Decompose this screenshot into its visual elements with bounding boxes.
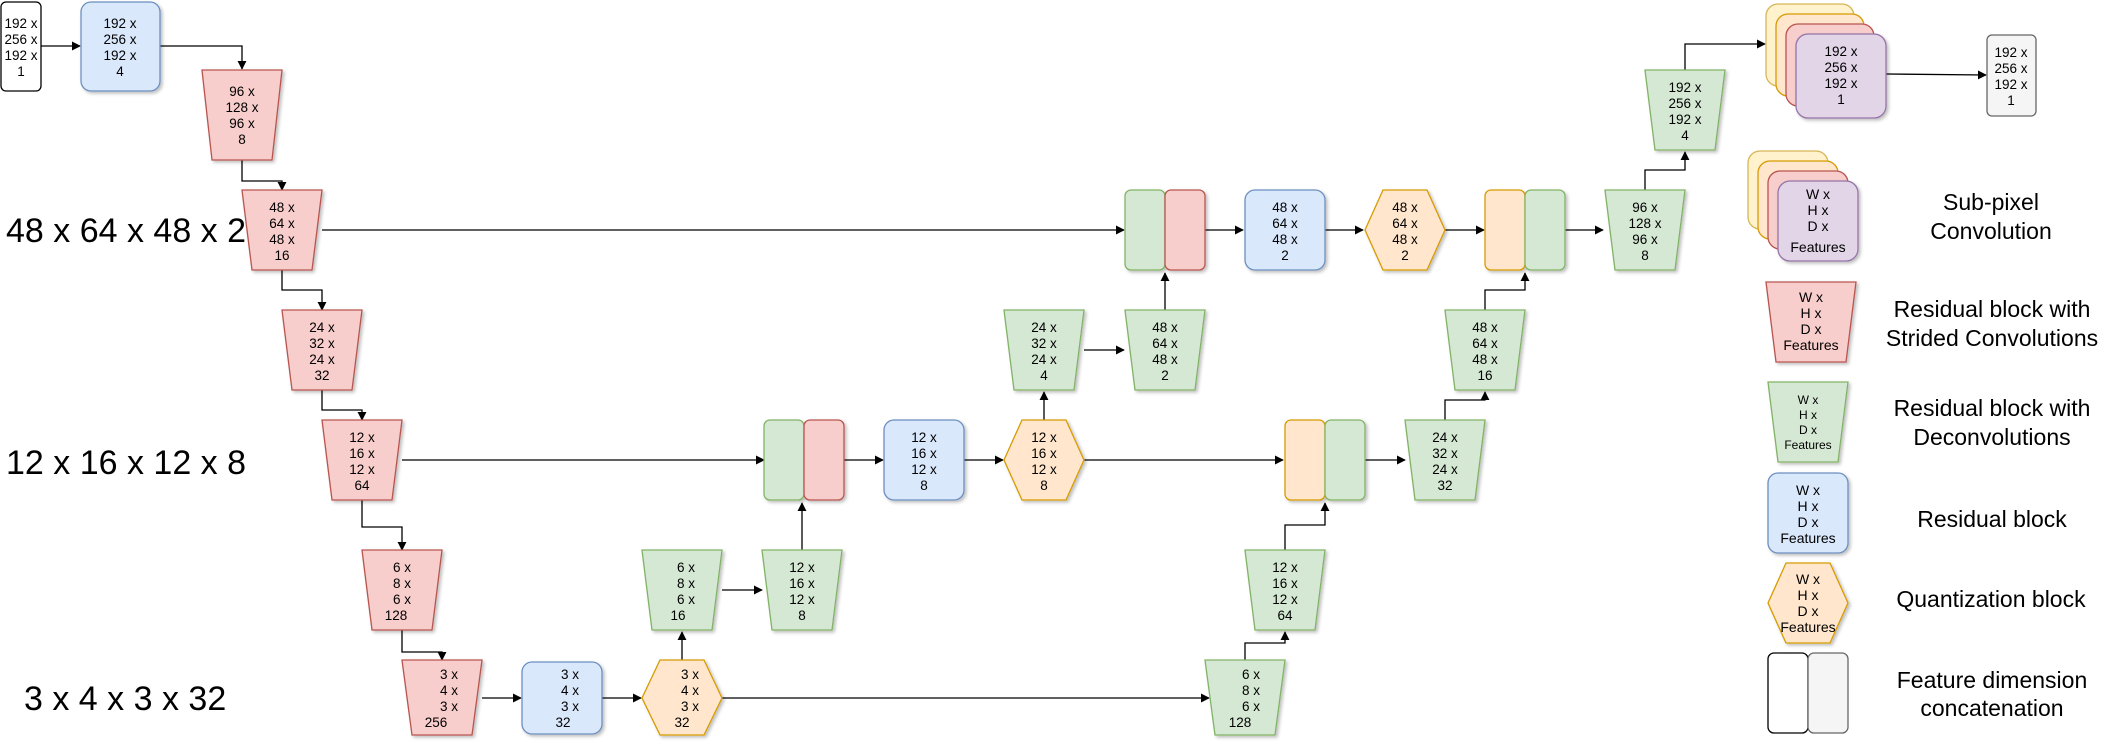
concat-block-mid: [763, 419, 845, 501]
svg-text:48 x64 x48 x16: 48 x64 x48 x16: [269, 200, 295, 263]
scale-label-level3: 3 x 4 x 3 x 32: [24, 680, 226, 718]
concat-block-top: [1124, 189, 1206, 271]
svg-text:48 x64 x48 x16: 48 x64 x48 x16: [1472, 320, 1498, 383]
svg-text:24 x32 x24 x4: 24 x32 x24 x4: [1031, 320, 1057, 383]
svg-text:12 x16 x12 x8: 12 x16 x12 x8: [911, 430, 937, 493]
scale-label-level1: 48 x 64 x 48 x 2: [6, 212, 246, 250]
scale-label-level2: 12 x 16 x 12 x 8: [6, 444, 246, 482]
svg-text:24 x32 x24 x32: 24 x32 x24 x32: [309, 320, 335, 383]
svg-text:48 x64 x48 x2: 48 x64 x48 x2: [1272, 200, 1298, 263]
svg-text:12 x16 x12 x64: 12 x16 x12 x64: [349, 430, 375, 493]
concat-block-c-top: [1484, 189, 1566, 271]
svg-text:24 x32 x24 x32: 24 x32 x24 x32: [1432, 430, 1458, 493]
connection-arrows: [41, 39, 1987, 703]
svg-text:3 x4 x3 x32: 3 x4 x3 x32: [674, 667, 699, 730]
svg-text:6 x8 x6 x16: 6 x8 x6 x16: [670, 560, 695, 623]
legend-quant-label: Quantization block: [1896, 586, 2086, 612]
svg-text:12 x16 x12 x8: 12 x16 x12 x8: [789, 560, 815, 623]
legend-residual-label: Residual block: [1917, 506, 2067, 532]
concat-block-c-mid: [1284, 419, 1366, 501]
svg-text:12 x16 x12 x8: 12 x16 x12 x8: [1031, 430, 1057, 493]
svg-text:12 x16 x12 x64: 12 x16 x12 x64: [1272, 560, 1298, 623]
svg-text:48 x64 x48 x2: 48 x64 x48 x2: [1152, 320, 1178, 383]
legend-concat-icon: [1767, 652, 1849, 734]
svg-text:3 x4 x3 x32: 3 x4 x3 x32: [555, 667, 579, 730]
svg-text:48 x64 x48 x2: 48 x64 x48 x2: [1392, 200, 1418, 263]
